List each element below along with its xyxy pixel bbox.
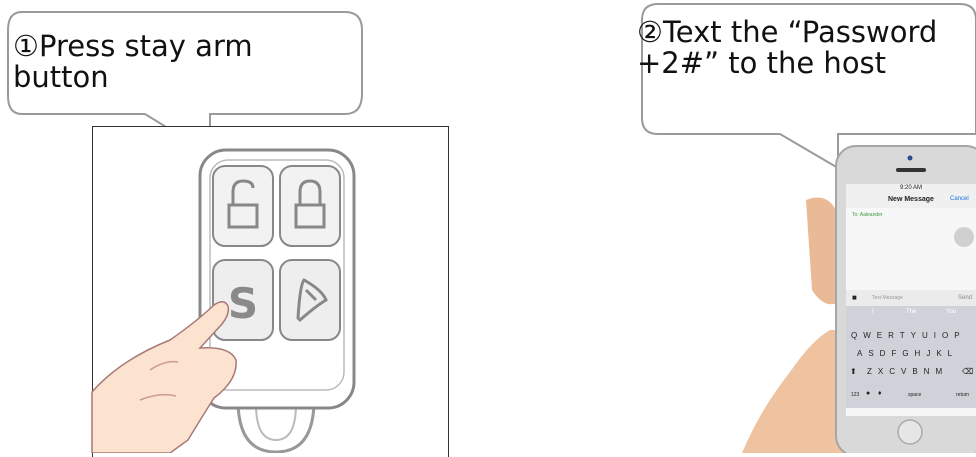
keyboard-row-3[interactable]: ZXCVBNM	[867, 367, 948, 376]
return-key[interactable]: return	[956, 392, 969, 398]
camera-icon[interactable]: ■	[852, 293, 857, 302]
suggestion-2[interactable]: The	[906, 309, 916, 315]
phone-title: New Message	[888, 196, 934, 203]
suggestion-3[interactable]: You	[946, 309, 956, 315]
shift-key-icon[interactable]: ⬆	[850, 367, 857, 376]
globe-key-icon[interactable]: ●	[866, 390, 870, 397]
suggestion-1[interactable]: I	[872, 309, 874, 315]
mic-key-icon[interactable]: ♦	[878, 390, 882, 397]
send-button[interactable]: Send	[958, 295, 972, 301]
holding-hand	[742, 330, 846, 453]
message-input[interactable]: Text Message	[872, 295, 903, 301]
recipient-field[interactable]: To: Aaleander	[852, 212, 883, 218]
delete-key-icon[interactable]: ⌫	[962, 367, 973, 376]
numbers-key[interactable]: 123	[851, 392, 859, 398]
phone-time: 9:20 AM	[900, 185, 922, 191]
space-key[interactable]: space	[908, 392, 921, 398]
keyboard-row-2[interactable]: ASDFGHJKL	[857, 349, 958, 358]
home-button	[898, 420, 922, 444]
keyboard-row-1[interactable]: QWERTYUIOP	[851, 331, 966, 340]
cancel-button[interactable]: Cancel	[950, 196, 969, 202]
